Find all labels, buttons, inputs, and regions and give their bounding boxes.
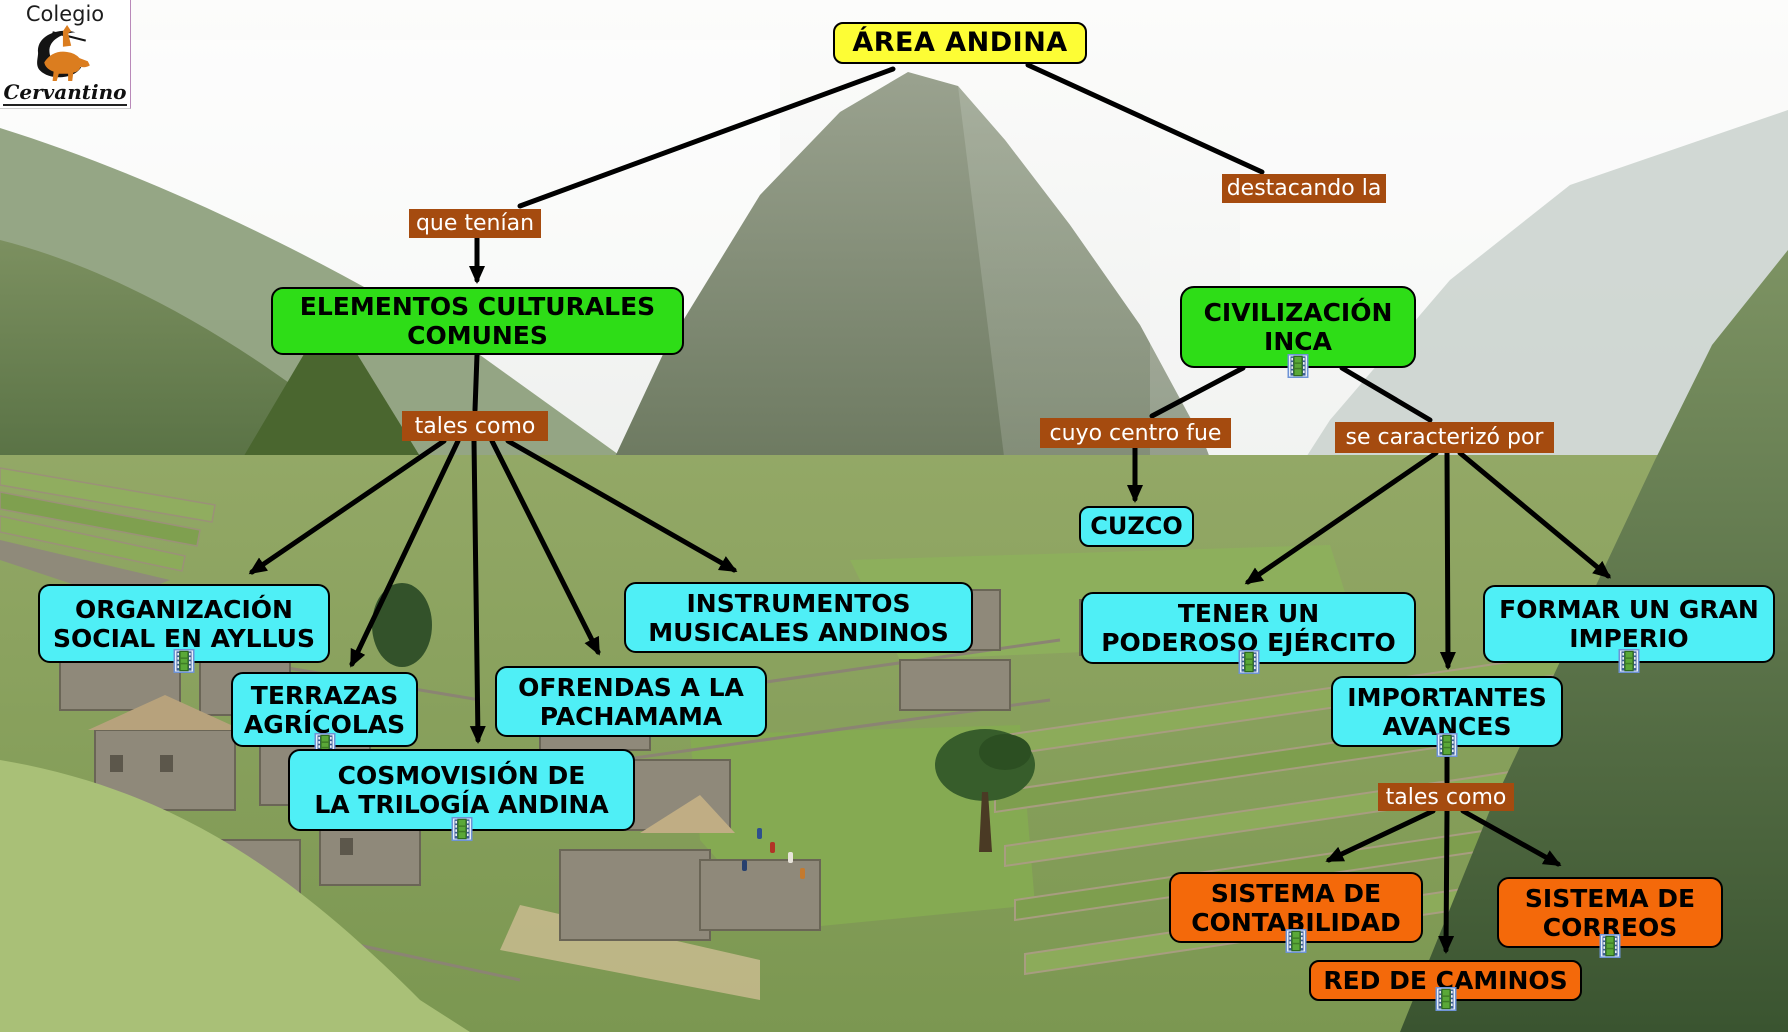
node-ofrendas-a-la-pachamama[interactable]: OFRENDAS A LA PACHAMAMA	[495, 666, 767, 737]
film-strip-icon[interactable]	[1600, 934, 1621, 958]
trees-and-people	[372, 583, 1035, 879]
link-label: se caracterizó por	[1345, 425, 1544, 450]
link-label: destacando la	[1226, 176, 1382, 201]
node-instrumentos-musicales-andinos[interactable]: INSTRUMENTOS MUSICALES ANDINOS	[624, 582, 973, 653]
connector	[472, 352, 480, 413]
quijote-horse-icon	[37, 25, 90, 81]
node-label: CIVILIZACIÓN INCA	[1203, 298, 1393, 356]
film-strip-icon[interactable]	[451, 817, 472, 841]
node-label: TENER UN PODEROSO EJÉRCITO	[1101, 599, 1396, 657]
node-label: INSTRUMENTOS MUSICALES ANDINOS	[648, 588, 949, 647]
node-area-andina[interactable]: ÁREA ANDINA	[833, 22, 1087, 64]
link-label: que tenían	[415, 211, 535, 236]
link-tales-como-left[interactable]: tales como	[402, 411, 548, 441]
connector	[1244, 450, 1439, 585]
node-label: IMPORTANTES AVANCES	[1347, 682, 1547, 741]
node-label: FORMAR UN GRAN IMPERIO	[1499, 595, 1759, 653]
node-civilizacion-inca[interactable]: CIVILIZACIÓN INCA	[1180, 286, 1416, 368]
connector	[1149, 365, 1246, 419]
link-tales-como-right[interactable]: tales como	[1378, 783, 1514, 811]
connector	[1460, 808, 1562, 867]
node-label: SISTEMA DE CORREOS	[1524, 883, 1696, 942]
node-label: CUZCO	[1090, 511, 1183, 540]
node-sistema-de-contabilidad[interactable]: SISTEMA DE CONTABILIDAD	[1169, 872, 1423, 943]
link-cuyo-centro-fue[interactable]: cuyo centro fue	[1040, 418, 1231, 448]
connector	[1439, 450, 1456, 670]
connector	[1325, 808, 1436, 863]
film-strip-icon[interactable]	[1437, 733, 1458, 757]
node-sistema-de-correos[interactable]: SISTEMA DE CORREOS	[1497, 877, 1723, 948]
film-strip-icon[interactable]	[1238, 650, 1259, 674]
node-cosmovision-trilogia-andina[interactable]: COSMOVISIÓN DE LA TRILOGÍA ANDINA	[288, 749, 635, 831]
link-label: tales como	[414, 413, 536, 439]
logo-cervantino-text: Cervantino	[3, 80, 127, 106]
node-label: COSMOVISIÓN DE LA TRILOGÍA ANDINA	[314, 761, 609, 819]
node-label: OFRENDAS A LA PACHAMAMA	[518, 672, 744, 731]
connector	[248, 438, 447, 575]
film-strip-icon[interactable]	[174, 649, 195, 673]
link-se-caracterizo-por[interactable]: se caracterizó por	[1335, 422, 1554, 453]
logo-colegio-text: Colegio	[25, 2, 105, 26]
node-label: ELEMENTOS CULTURALES COMUNES	[299, 292, 656, 350]
node-label: RED DE CAMINOS	[1323, 966, 1568, 995]
node-importantes-avances[interactable]: IMPORTANTES AVANCES	[1331, 676, 1563, 747]
film-strip-icon[interactable]	[1619, 649, 1640, 673]
node-label: ÁREA ANDINA	[852, 27, 1068, 59]
connector	[1025, 62, 1265, 175]
connector	[517, 66, 896, 209]
link-label: cuyo centro fue	[1049, 420, 1222, 446]
film-strip-icon[interactable]	[1435, 987, 1456, 1011]
link-destacando-la[interactable]: destacando la	[1222, 174, 1386, 203]
school-logo: Colegio Cervantino	[0, 0, 131, 109]
link-que-tenian[interactable]: que tenían	[409, 209, 541, 238]
link-label: tales como	[1385, 784, 1507, 810]
node-label: SISTEMA DE CONTABILIDAD	[1191, 878, 1401, 937]
node-label: TERRAZAS AGRÍCOLAS	[243, 680, 406, 739]
connector	[1438, 808, 1455, 954]
connector	[469, 438, 486, 744]
node-elementos-culturales-comunes[interactable]: ELEMENTOS CULTURALES COMUNES	[271, 287, 684, 355]
connector	[505, 438, 738, 573]
node-formar-un-gran-imperio[interactable]: FORMAR UN GRAN IMPERIO	[1483, 585, 1775, 663]
node-organizacion-social-en-ayllus[interactable]: ORGANIZACIÓN SOCIAL EN AYLLUS	[38, 584, 330, 663]
node-red-de-caminos[interactable]: RED DE CAMINOS	[1309, 960, 1582, 1001]
connector	[349, 438, 461, 668]
node-cuzco[interactable]: CUZCO	[1079, 506, 1194, 547]
film-strip-icon[interactable]	[1288, 354, 1309, 378]
node-terrazas-agricolas[interactable]: TERRAZAS AGRÍCOLAS	[231, 672, 418, 747]
connector	[1457, 450, 1612, 579]
node-tener-un-poderoso-ejercito[interactable]: TENER UN PODEROSO EJÉRCITO	[1081, 592, 1416, 664]
connector	[1339, 365, 1433, 423]
connector	[489, 438, 601, 656]
film-strip-icon[interactable]	[1286, 929, 1307, 953]
node-label: ORGANIZACIÓN SOCIAL EN AYLLUS	[53, 594, 315, 653]
